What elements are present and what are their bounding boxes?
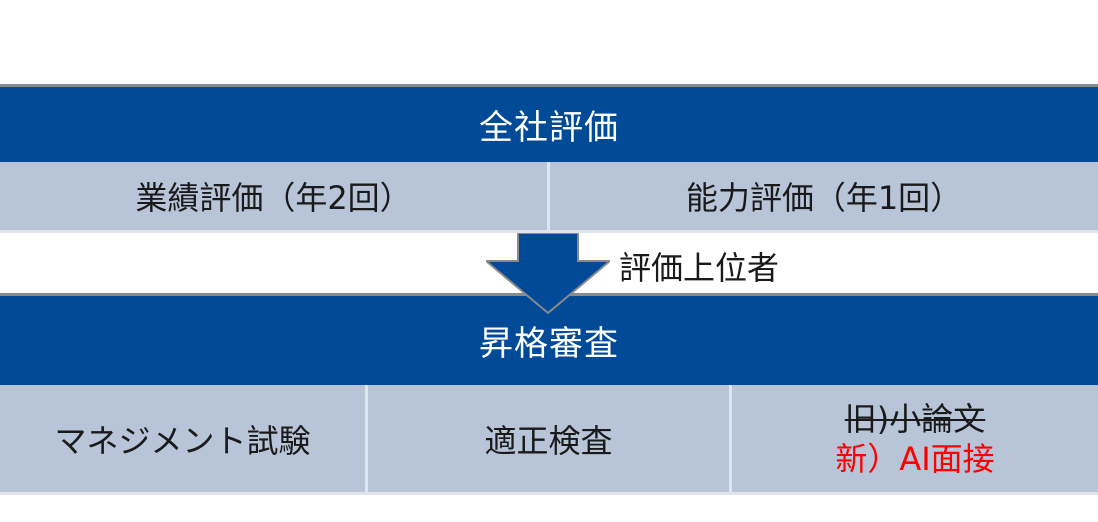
top-section-title-text: 全社評価 [479, 108, 619, 148]
bottom-section-title-text: 昇格審査 [479, 324, 619, 364]
arrow-label-text: 評価上位者 [619, 249, 780, 287]
old-essay-label: 旧)小論文 [844, 399, 986, 438]
arrow-label: 評価上位者 [619, 243, 779, 289]
top-item-performance: 業績評価（年2回） [0, 162, 550, 233]
bottom-item-essay-interview: 旧)小論文 新）AI面接 [732, 385, 1098, 495]
top-section-title: 全社評価 [0, 84, 1098, 162]
top-item-ability-label: 能力評価（年1回） [685, 179, 963, 217]
new-ai-interview-label: 新）AI面接 [835, 439, 995, 478]
top-item-ability: 能力評価（年1回） [550, 162, 1098, 233]
bottom-item-aptitude-test: 適正検査 [368, 385, 732, 495]
bottom-item-management-exam-label: マネジメント試験 [54, 421, 311, 460]
top-item-performance-label: 業績評価（年2回） [135, 179, 412, 217]
down-arrow-icon [486, 233, 610, 315]
bottom-item-management-exam: マネジメント試験 [0, 385, 368, 495]
bottom-item-aptitude-test-label: 適正検査 [484, 421, 613, 460]
